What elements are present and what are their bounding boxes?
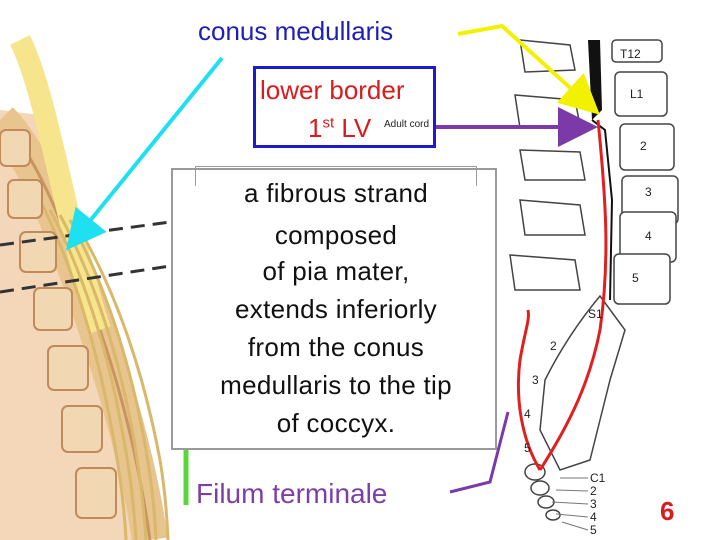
vertebra-label: 4	[524, 407, 531, 421]
vertebra-label: 3	[645, 185, 652, 199]
description-line: a fibrous strand	[243, 178, 428, 208]
filum-terminale-label: Filum terminale	[196, 478, 388, 509]
lv-text: 1st LV	[308, 113, 372, 143]
description-line: from the conus	[247, 332, 425, 362]
vertebra-label: 4	[590, 510, 597, 524]
cyan-arrow	[65, 56, 224, 251]
left-spine-illustration	[0, 35, 171, 540]
description-line: of pia mater,	[262, 256, 410, 286]
vertebra-label: 3	[590, 497, 597, 511]
vertebra-label: 5	[632, 271, 639, 285]
vertebra-label: C1	[590, 471, 606, 485]
vertebra-label: 5	[590, 523, 597, 537]
description-line: of coccyx.	[276, 408, 396, 438]
conus-medullaris-title: conus medullaris	[198, 16, 394, 46]
vertebra-label: 2	[640, 139, 647, 153]
description-box-frame	[195, 166, 477, 186]
lower-border-box: lower border 1st LV Adult cord	[253, 66, 436, 148]
description-line: extends inferiorly	[235, 294, 437, 324]
filum-terminale-path	[538, 119, 608, 471]
description-line: composed	[274, 220, 398, 250]
page-number: 6	[660, 496, 675, 526]
vertebra-label: S1	[588, 307, 603, 321]
right-vertebral-column: T12 L1 2 3 4 5 S1 2 3 4 5 C1 2 3 4 5	[509, 39, 679, 537]
vertebra-label: 3	[532, 373, 539, 387]
vertebra-label: 4	[645, 229, 652, 243]
vertebra-label: 2	[550, 339, 557, 353]
lower-border-text: lower border	[260, 75, 405, 105]
vertebra-label: L1	[630, 87, 644, 101]
adult-cord-inset-text: Adult cord	[384, 119, 430, 130]
vertebra-label: T12	[620, 47, 641, 61]
description-line: medullaris to the tip	[220, 370, 452, 400]
vertebra-label: 2	[590, 484, 597, 498]
purple-arrow-filum	[449, 411, 510, 494]
vertebra-label: 5	[524, 441, 531, 455]
description-box: a fibrous strand composed of pia mater, …	[171, 166, 497, 450]
yellow-arrow	[457, 23, 600, 115]
